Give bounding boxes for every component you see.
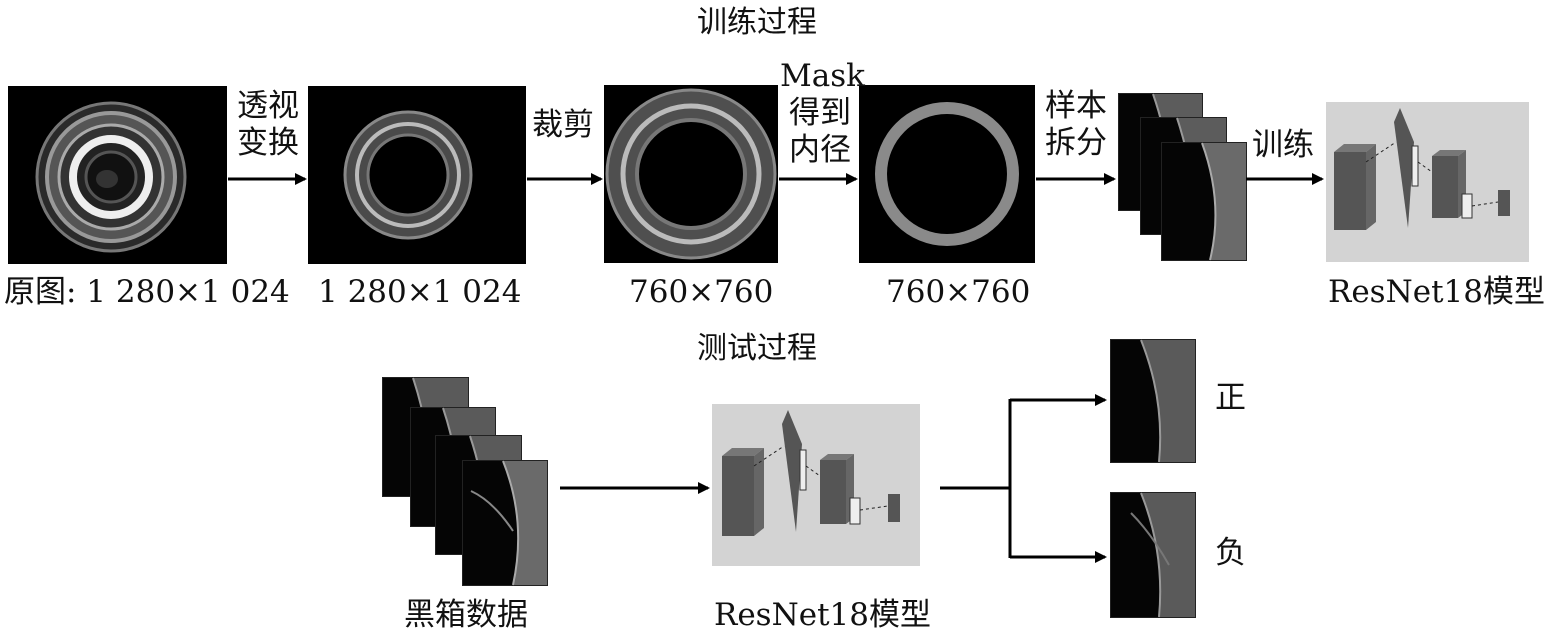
caption-original: 原图: 1 280×1 024 bbox=[4, 274, 290, 310]
cropped-bearing-image bbox=[605, 88, 777, 260]
caption-cropped: 760×760 bbox=[629, 274, 774, 310]
masked-image-panel bbox=[859, 85, 1035, 263]
output-positive-label: 正 bbox=[1215, 380, 1246, 416]
split-sample-3 bbox=[1161, 142, 1247, 261]
testing-title: 测试过程 bbox=[697, 331, 817, 366]
perspective-image-panel bbox=[308, 86, 526, 264]
step-label-mask-line3: 内径 bbox=[789, 132, 851, 169]
output-negative-image bbox=[1110, 492, 1196, 618]
masked-ring-image bbox=[875, 102, 1019, 246]
step-label-perspective: 透视 变换 bbox=[233, 88, 303, 162]
step-label-split-line2: 拆分 bbox=[1045, 125, 1107, 162]
step-label-perspective-line1: 透视 bbox=[237, 88, 299, 124]
caption-blackbox: 黑箱数据 bbox=[404, 597, 528, 633]
step-label-perspective-line2: 变换 bbox=[237, 125, 299, 162]
step-label-mask-line1: Mask bbox=[780, 58, 865, 94]
caption-masked: 760×760 bbox=[886, 274, 1031, 310]
blackbox-sample-4 bbox=[462, 460, 548, 586]
training-model-image bbox=[1326, 102, 1529, 262]
step-label-train: 训练 bbox=[1252, 127, 1314, 163]
original-bearing-image bbox=[35, 101, 187, 253]
output-negative-label: 负 bbox=[1215, 535, 1246, 571]
step-label-mask: Mask 得到 内径 bbox=[780, 58, 865, 170]
original-image-panel bbox=[8, 86, 227, 264]
caption-testing-model: ResNet18模型 bbox=[714, 597, 931, 633]
caption-training-model: ResNet18模型 bbox=[1328, 274, 1545, 310]
training-title: 训练过程 bbox=[697, 5, 817, 40]
perspective-bearing-image bbox=[343, 110, 473, 240]
resnet-architecture-icon bbox=[1334, 108, 1510, 230]
step-label-split-line1: 样本 bbox=[1045, 88, 1107, 124]
testing-model-image bbox=[712, 404, 920, 566]
output-positive-image bbox=[1110, 339, 1196, 463]
resnet-architecture-icon bbox=[722, 410, 900, 536]
cropped-image-panel bbox=[604, 85, 778, 263]
caption-perspective: 1 280×1 024 bbox=[318, 274, 522, 310]
step-label-split: 样本 拆分 bbox=[1040, 88, 1112, 162]
step-label-mask-line2: 得到 bbox=[789, 95, 851, 132]
step-label-crop: 裁剪 bbox=[532, 107, 594, 143]
